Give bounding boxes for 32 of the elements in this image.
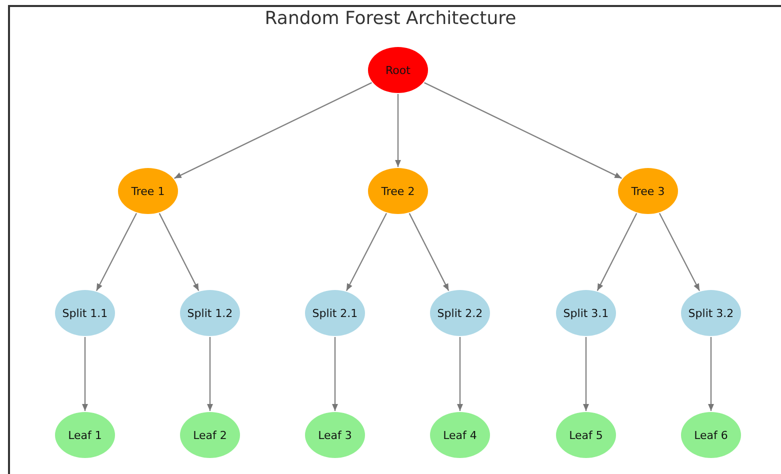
node-label: Tree 1	[131, 184, 165, 198]
node-label: Split 2.1	[312, 306, 358, 320]
node-label: Leaf 4	[443, 428, 477, 442]
arrow	[174, 82, 372, 179]
node-label: Leaf 3	[318, 428, 352, 442]
arrow	[158, 213, 200, 291]
node-label: Split 1.1	[62, 306, 108, 320]
node-label: Leaf 2	[193, 428, 227, 442]
node-label: Leaf 5	[569, 428, 603, 442]
arrow	[82, 337, 88, 411]
node-label: Tree 2	[381, 184, 415, 198]
arrow	[96, 213, 138, 291]
arrow	[583, 337, 589, 411]
arrow	[596, 213, 638, 291]
arrow	[346, 213, 388, 291]
node-label: Split 2.2	[437, 306, 483, 320]
node-label: Tree 3	[631, 184, 665, 198]
node-label: Split 3.1	[563, 306, 609, 320]
arrow	[658, 213, 700, 291]
arrow	[408, 213, 450, 291]
node-label: Leaf 6	[694, 428, 728, 442]
arrow	[457, 337, 463, 411]
node-label: Split 1.2	[187, 306, 233, 320]
node-label: Leaf 1	[68, 428, 102, 442]
node-label: Split 3.2	[688, 306, 734, 320]
arrow	[424, 82, 622, 179]
arrow	[708, 337, 714, 411]
arrow	[207, 337, 213, 411]
node-label: Root	[386, 64, 410, 76]
arrow	[395, 94, 401, 167]
title: Random Forest Architecture	[264, 8, 518, 29]
arrow	[332, 337, 338, 411]
